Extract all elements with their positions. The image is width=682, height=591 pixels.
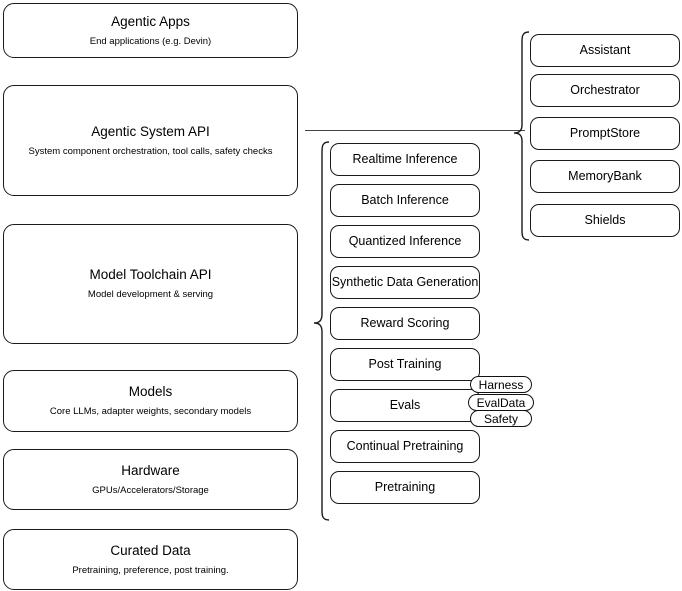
eval-tag-label: Harness: [478, 377, 524, 392]
capability-label: Synthetic Data Generation: [331, 274, 479, 289]
layer-card-agentic-apps[interactable]: Agentic Apps End applications (e.g. Devi…: [3, 3, 298, 58]
layer-title: Model Toolchain API: [89, 267, 212, 283]
eval-tag-label: Safety: [483, 411, 519, 426]
layer-title: Agentic Apps: [111, 13, 190, 29]
layer-title: Models: [128, 384, 173, 400]
capability-label: Post Training: [368, 356, 442, 371]
capability-label: Batch Inference: [361, 192, 449, 207]
layer-card-models[interactable]: Models Core LLMs, adapter weights, secon…: [3, 370, 298, 432]
brace-toolchain: [313, 141, 330, 521]
layer-title: Curated Data: [110, 542, 191, 558]
eval-tag-safety[interactable]: Safety: [470, 410, 532, 427]
layer-title: Hardware: [121, 462, 180, 478]
eval-tag-label: EvalData: [476, 395, 526, 410]
capability-continual-pretraining[interactable]: Continual Pretraining: [330, 430, 480, 463]
eval-tag-evaldata[interactable]: EvalData: [468, 394, 534, 411]
layer-card-curated-data[interactable]: Curated Data Pretraining, preference, po…: [3, 529, 298, 590]
layer-subtitle: Core LLMs, adapter weights, secondary mo…: [49, 406, 252, 417]
system-component-shields[interactable]: Shields: [530, 204, 680, 237]
layer-card-agentic-system-api[interactable]: Agentic System API System component orch…: [3, 85, 298, 196]
connector-line-agentic-system-api: [305, 130, 525, 131]
capability-label: Pretraining: [374, 479, 436, 494]
layer-card-hardware[interactable]: Hardware GPUs/Accelerators/Storage: [3, 449, 298, 510]
system-component-label: PromptStore: [569, 125, 641, 140]
capability-reward-scoring[interactable]: Reward Scoring: [330, 307, 480, 340]
capability-label: Evals: [389, 397, 421, 412]
capability-pretraining[interactable]: Pretraining: [330, 471, 480, 504]
capability-label: Continual Pretraining: [346, 438, 464, 453]
capability-quantized-inference[interactable]: Quantized Inference: [330, 225, 480, 258]
brace-system-components: [513, 31, 530, 241]
layer-subtitle: Pretraining, preference, post training.: [72, 564, 229, 576]
layer-subtitle: End applications (e.g. Devin): [89, 35, 212, 47]
capability-label: Quantized Inference: [348, 233, 462, 248]
system-component-orchestrator[interactable]: Orchestrator: [530, 74, 680, 107]
layer-subtitle: GPUs/Accelerators/Storage: [92, 484, 209, 496]
system-component-promptstore[interactable]: PromptStore: [530, 117, 680, 150]
capability-label: Realtime Inference: [352, 151, 458, 166]
capability-label: Reward Scoring: [360, 315, 450, 330]
capability-evals[interactable]: Evals: [330, 389, 480, 422]
eval-tag-harness[interactable]: Harness: [470, 376, 532, 393]
capability-post-training[interactable]: Post Training: [330, 348, 480, 381]
system-component-assistant[interactable]: Assistant: [530, 34, 680, 67]
capability-realtime-inference[interactable]: Realtime Inference: [330, 143, 480, 176]
system-component-memorybank[interactable]: MemoryBank: [530, 160, 680, 193]
layer-subtitle: Model development & serving: [87, 289, 214, 300]
capability-synthetic-data-generation[interactable]: Synthetic Data Generation: [330, 266, 480, 299]
system-component-label: Assistant: [579, 42, 631, 57]
layer-card-model-toolchain-api[interactable]: Model Toolchain API Model development & …: [3, 224, 298, 344]
system-component-label: Orchestrator: [570, 82, 640, 97]
layer-title: Agentic System API: [91, 123, 210, 139]
layer-subtitle: System component orchestration, tool cal…: [28, 145, 273, 157]
system-component-label: MemoryBank: [568, 168, 642, 183]
system-component-label: Shields: [584, 212, 626, 227]
capability-batch-inference[interactable]: Batch Inference: [330, 184, 480, 217]
